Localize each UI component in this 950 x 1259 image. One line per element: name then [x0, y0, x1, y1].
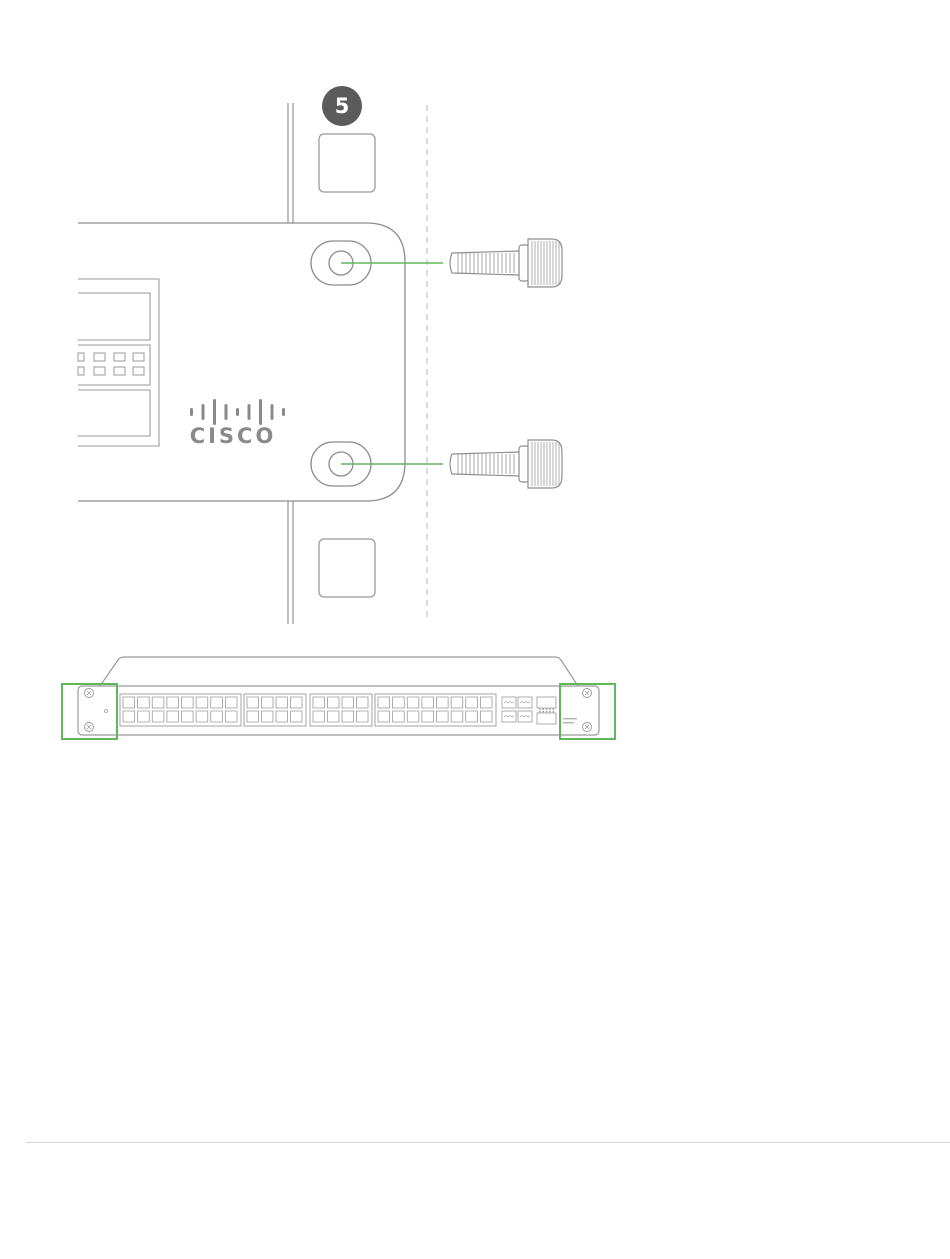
rj45-port-icon — [407, 697, 419, 708]
screw-head — [528, 239, 562, 287]
rj45-port-icon — [123, 697, 135, 708]
rj45-port-icon — [342, 711, 354, 722]
led-dot — [546, 711, 548, 712]
footer-divider — [26, 1142, 950, 1143]
switch-top-outline — [100, 657, 578, 686]
led-dot — [542, 711, 544, 712]
rj45-port-icon — [313, 711, 325, 722]
rj45-port-icon — [211, 711, 223, 722]
logo-bar — [282, 408, 285, 416]
rj45-port-icon — [480, 711, 492, 722]
rj45-port-icon — [138, 711, 150, 722]
rj45-port-icon — [291, 711, 303, 722]
rj45-port-icon — [247, 697, 259, 708]
rj45-port-icon — [247, 711, 259, 722]
logo-bar — [259, 399, 262, 425]
screw-head — [528, 440, 562, 488]
rj45-port-icon — [291, 697, 303, 708]
logo-bar — [225, 404, 228, 420]
logo-bar — [202, 404, 205, 420]
uplink-port — [537, 713, 556, 724]
rj45-port-icon — [138, 697, 150, 708]
rj45-port-icon — [378, 711, 390, 722]
rj45-port-icon — [182, 697, 194, 708]
rj45-port-icon — [466, 697, 478, 708]
rj45-port-icon — [152, 711, 164, 722]
screw-shaft — [450, 452, 520, 476]
screw-icon — [450, 440, 562, 488]
led-dot — [553, 711, 555, 712]
led-dot — [553, 709, 555, 710]
rj45-port-icon — [167, 697, 179, 708]
rj45-port-icon — [357, 697, 369, 708]
rj45-port-icon — [152, 697, 164, 708]
rj45-port-icon — [167, 711, 179, 722]
rj45-port-icon — [225, 697, 237, 708]
rj45-port-icon — [276, 697, 288, 708]
rj45-port-icon — [313, 697, 325, 708]
rj45-port-icon — [357, 711, 369, 722]
rj45-port-icon — [196, 697, 208, 708]
logo-bar — [248, 404, 251, 420]
rj45-port-icon — [422, 697, 434, 708]
rj45-port-icon — [262, 711, 274, 722]
led-dot — [546, 709, 548, 710]
led-dot — [549, 711, 551, 712]
step-number-badge: 5 — [322, 86, 362, 126]
rj45-port-icon — [466, 711, 478, 722]
led-dot — [539, 711, 541, 712]
rj45-port-icon — [123, 711, 135, 722]
rj45-port-icon — [262, 697, 274, 708]
rj45-port-icon — [378, 697, 390, 708]
led-dot — [539, 709, 541, 710]
rj45-port-icon — [196, 711, 208, 722]
rj45-port-icon — [480, 697, 492, 708]
rj45-port-icon — [393, 697, 405, 708]
rj45-port-icon — [407, 711, 419, 722]
switch-chassis — [78, 686, 599, 735]
logo-bar — [271, 404, 274, 420]
rj45-port-icon — [451, 711, 463, 722]
rj45-port-icon — [328, 697, 340, 708]
logo-bar — [190, 408, 193, 416]
led-dot — [549, 709, 551, 710]
uplink-port — [537, 697, 556, 708]
rj45-port-icon — [393, 711, 405, 722]
rj45-port-icon — [182, 711, 194, 722]
rj45-port-icon — [437, 711, 449, 722]
logo-bar — [236, 408, 239, 416]
screw-shaft — [450, 251, 520, 275]
rj45-port-icon — [422, 711, 434, 722]
led-dot — [542, 709, 544, 710]
screw-icon — [450, 239, 562, 287]
logo-bar — [213, 399, 216, 425]
mounting-bracket — [78, 223, 405, 501]
rj45-port-icon — [342, 697, 354, 708]
rj45-port-icon — [276, 711, 288, 722]
rj45-port-icon — [437, 697, 449, 708]
rj45-port-icon — [211, 697, 223, 708]
rj45-port-icon — [225, 711, 237, 722]
rj45-port-icon — [451, 697, 463, 708]
brand-logo-text: CISCO — [188, 424, 278, 448]
rj45-port-icon — [328, 711, 340, 722]
